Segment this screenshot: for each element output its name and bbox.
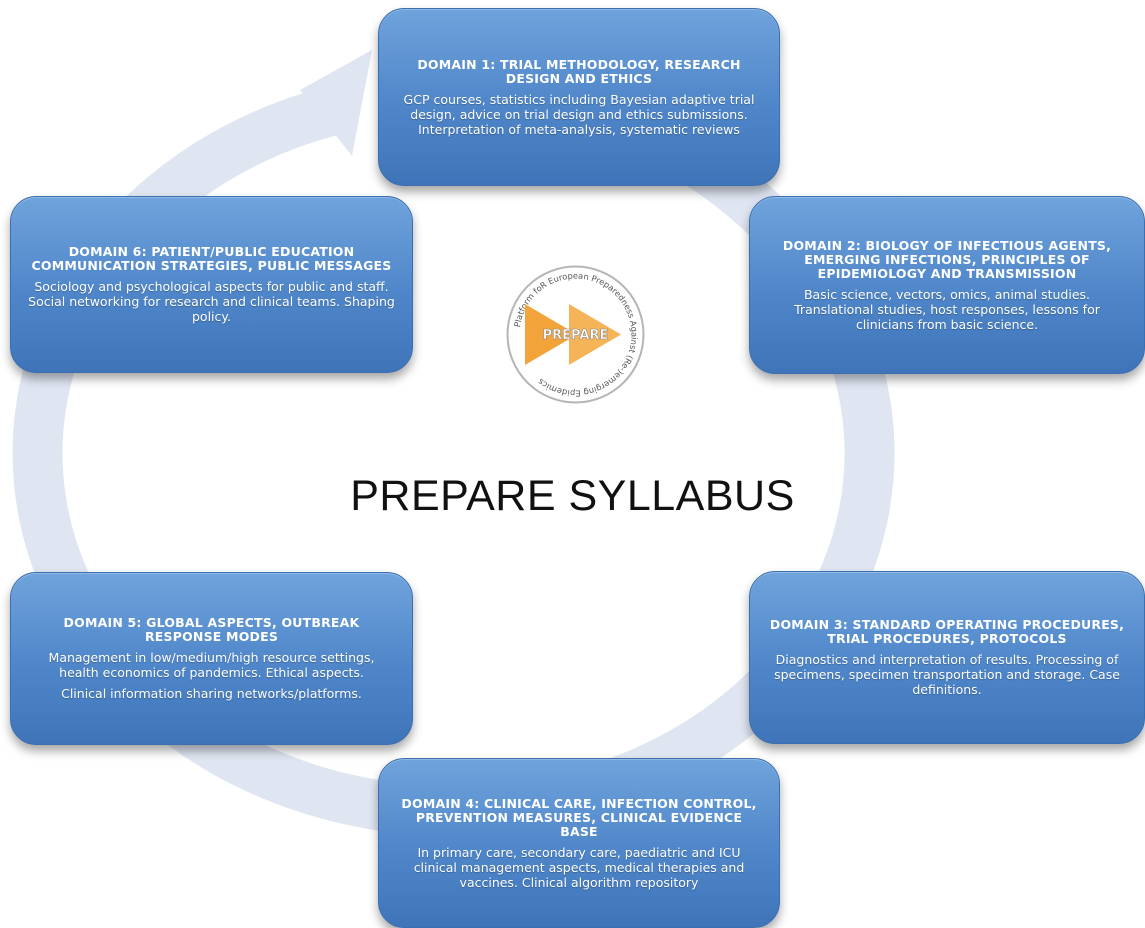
domain-3-description: Diagnostics and interpretation of result… <box>774 652 1120 697</box>
domain-2-box: DOMAIN 2: BIOLOGY OF INFECTIOUS AGENTS, … <box>749 196 1145 374</box>
diagram-title: PREPARE SYLLABUS <box>350 472 795 520</box>
domain-6-heading: DOMAIN 6: PATIENT/PUBLIC EDUCATION COMMU… <box>31 244 392 273</box>
domain-5-box: DOMAIN 5: GLOBAL ASPECTS, OUTBREAK RESPO… <box>10 572 413 745</box>
logo-wordmark: PREPARE <box>543 328 609 343</box>
domain-3-heading: DOMAIN 3: STANDARD OPERATING PROCEDURES,… <box>769 617 1125 646</box>
domain-5-heading: DOMAIN 5: GLOBAL ASPECTS, OUTBREAK RESPO… <box>63 615 360 644</box>
domain-2-heading: DOMAIN 2: BIOLOGY OF INFECTIOUS AGENTS, … <box>782 237 1112 281</box>
domain-6-box: DOMAIN 6: PATIENT/PUBLIC EDUCATION COMMU… <box>10 196 413 373</box>
prepare-logo: Platform foR European Preparedness Again… <box>506 265 645 404</box>
domain-1-heading: DOMAIN 1: TRIAL METHODOLOGY, RESEARCH DE… <box>417 56 741 86</box>
domain-3-box: DOMAIN 3: STANDARD OPERATING PROCEDURES,… <box>749 571 1145 744</box>
domain-1-description: GCP courses, statistics including Bayesi… <box>403 91 755 137</box>
logo-arrow-right-icon <box>569 304 621 365</box>
domain-4-box: DOMAIN 4: CLINICAL CARE, INFECTION CONTR… <box>378 758 780 928</box>
domain-2-description: Basic science, vectors, omics, animal st… <box>794 286 1100 332</box>
domain-5-description-extra: Clinical information sharing networks/pl… <box>61 686 362 701</box>
domain-6-description: Sociology and psychological aspects for … <box>28 279 395 324</box>
domain-4-description: In primary care, secondary care, paediat… <box>413 844 745 890</box>
domain-4-heading: DOMAIN 4: CLINICAL CARE, INFECTION CONTR… <box>401 795 757 839</box>
domain-1-box: DOMAIN 1: TRIAL METHODOLOGY, RESEARCH DE… <box>378 8 780 186</box>
domain-5-description: Management in low/medium/high resource s… <box>48 650 375 680</box>
logo-arrow-left-icon <box>525 304 577 365</box>
